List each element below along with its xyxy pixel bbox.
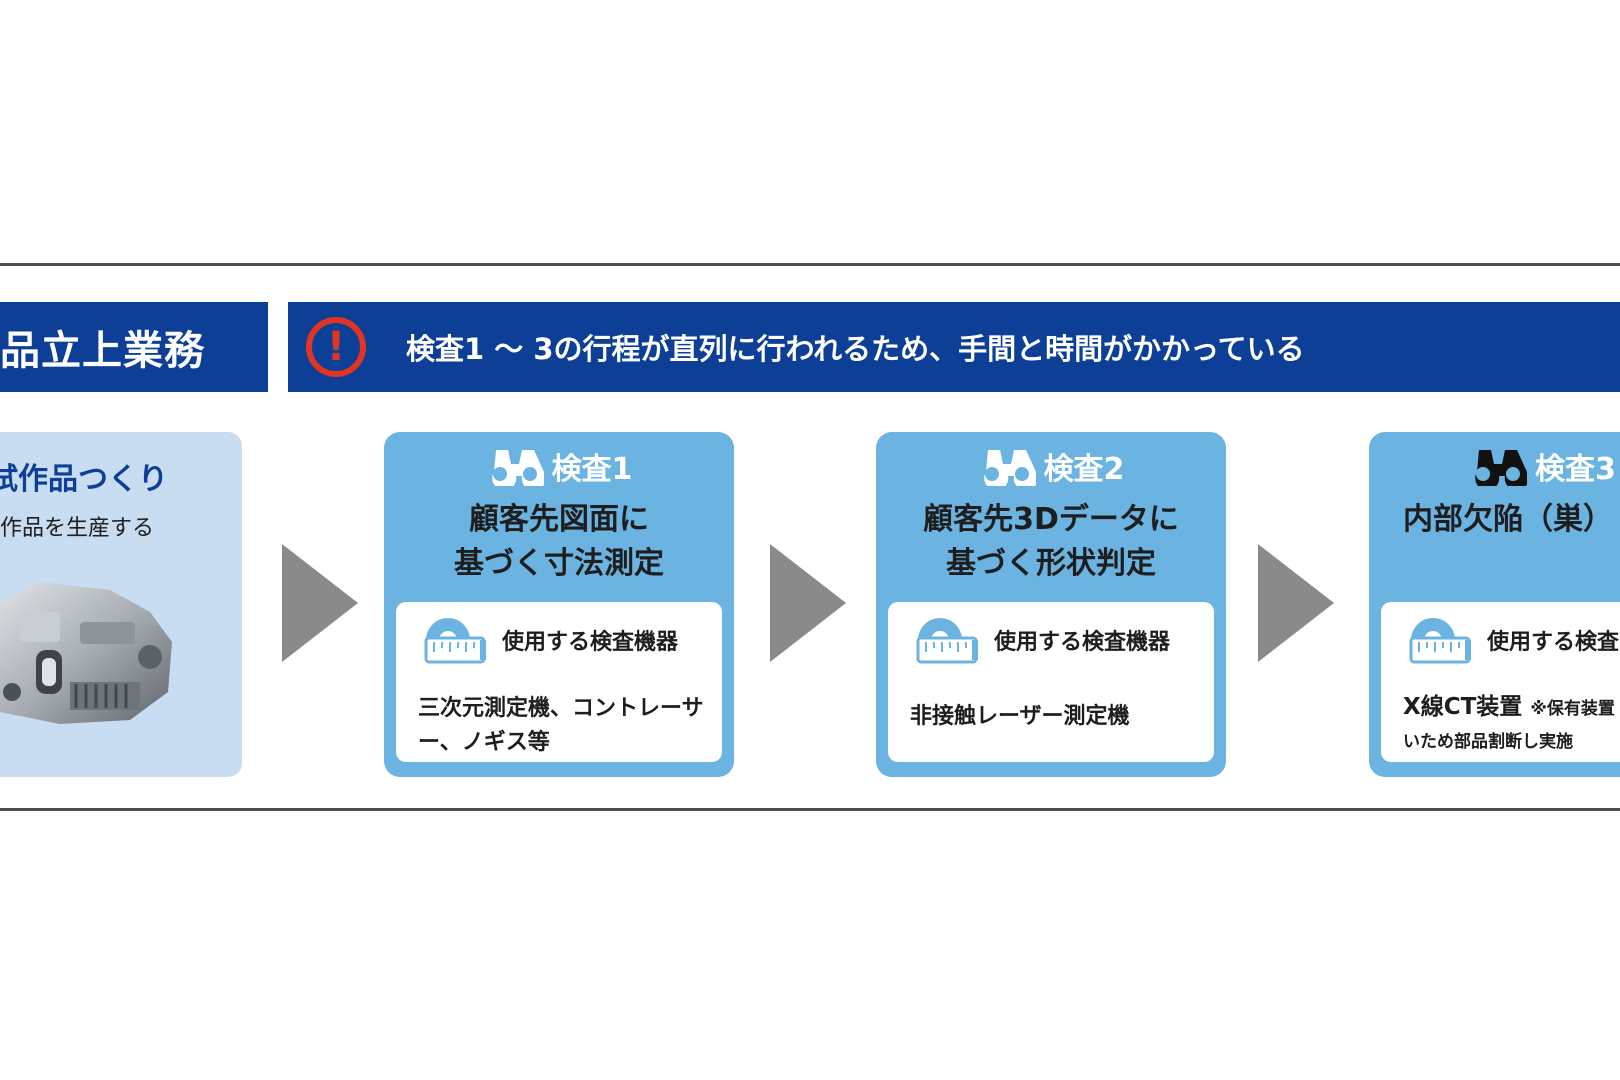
flow-arrow	[770, 544, 846, 662]
binoculars-icon	[983, 450, 1036, 486]
step-card-inspection-3: 検査3 内部欠陥（巣） 使用する検査 X線CT装置 ※保有装置 いため部品割断し実…	[1369, 432, 1620, 777]
section-title-banner: 品立上業務	[0, 302, 268, 392]
step-title-line1: 顧客先3Dデータに	[923, 502, 1179, 537]
step-title-line1: 内部欠陥（巣）	[1403, 502, 1613, 537]
equipment-list: 非接触レーザー測定機	[910, 704, 1130, 729]
equipment-panel: 使用する検査 X線CT装置 ※保有装置 いため部品割断し実施	[1381, 602, 1620, 762]
step-title-line1: 顧客先図面に	[469, 502, 649, 537]
equipment-label: 使用する検査機器	[994, 630, 1171, 655]
exclamation-circle-icon: !	[306, 317, 366, 377]
bottom-divider	[0, 808, 1620, 811]
equipment-main: X線CT装置	[1403, 694, 1523, 720]
binoculars-icon	[1475, 450, 1527, 486]
measuring-tape-icon	[916, 618, 978, 664]
step-card-prototype: 試作品つくり 試作品を生産する	[0, 432, 242, 777]
warning-banner: ! 検査1 ～ 3の行程が直列に行われるため、手間と時間がかかっている	[288, 302, 1620, 392]
engine-part-photo	[0, 582, 172, 724]
step-label: 検査1	[551, 452, 633, 487]
step-subtitle: 試作品を生産する	[0, 516, 155, 541]
equipment-list: 三次元測定機、コントレーサー、ノギス等	[418, 696, 704, 755]
equipment-panel: 使用する検査機器 三次元測定機、コントレーサー、ノギス等	[396, 602, 722, 762]
step-label: 検査2	[1043, 452, 1125, 487]
equipment-note-line2: いため部品割断し実施	[1403, 732, 1573, 752]
measuring-tape-icon	[1409, 618, 1471, 664]
step-card-inspection-2: 検査2 顧客先3Dデータに 基づく形状判定 使用する検査機器 非接触レーザー測定…	[876, 432, 1226, 777]
step-label: 検査3	[1535, 452, 1616, 487]
section-title: 品立上業務	[0, 328, 205, 374]
step-title-line2: 基づく形状判定	[946, 546, 1156, 581]
binoculars-icon	[491, 450, 544, 486]
step-card-inspection-1: 検査1 顧客先図面に 基づく寸法測定 使用する検査機器 三次元測定機、コントレー…	[384, 432, 734, 777]
equipment-label: 使用する検査	[1487, 630, 1620, 655]
equipment-panel: 使用する検査機器 非接触レーザー測定機	[888, 602, 1214, 762]
warning-message: 検査1 ～ 3の行程が直列に行われるため、手間と時間がかかっている	[406, 332, 1305, 366]
step-title-line2: 基づく寸法測定	[454, 546, 664, 581]
step-title: 試作品つくり	[0, 462, 168, 497]
equipment-label: 使用する検査機器	[502, 630, 679, 655]
equipment-note: ※保有装置	[1530, 699, 1615, 719]
top-divider	[0, 263, 1620, 266]
flow-arrow	[1258, 544, 1334, 662]
measuring-tape-icon	[424, 618, 486, 664]
flow-arrow	[282, 544, 358, 662]
